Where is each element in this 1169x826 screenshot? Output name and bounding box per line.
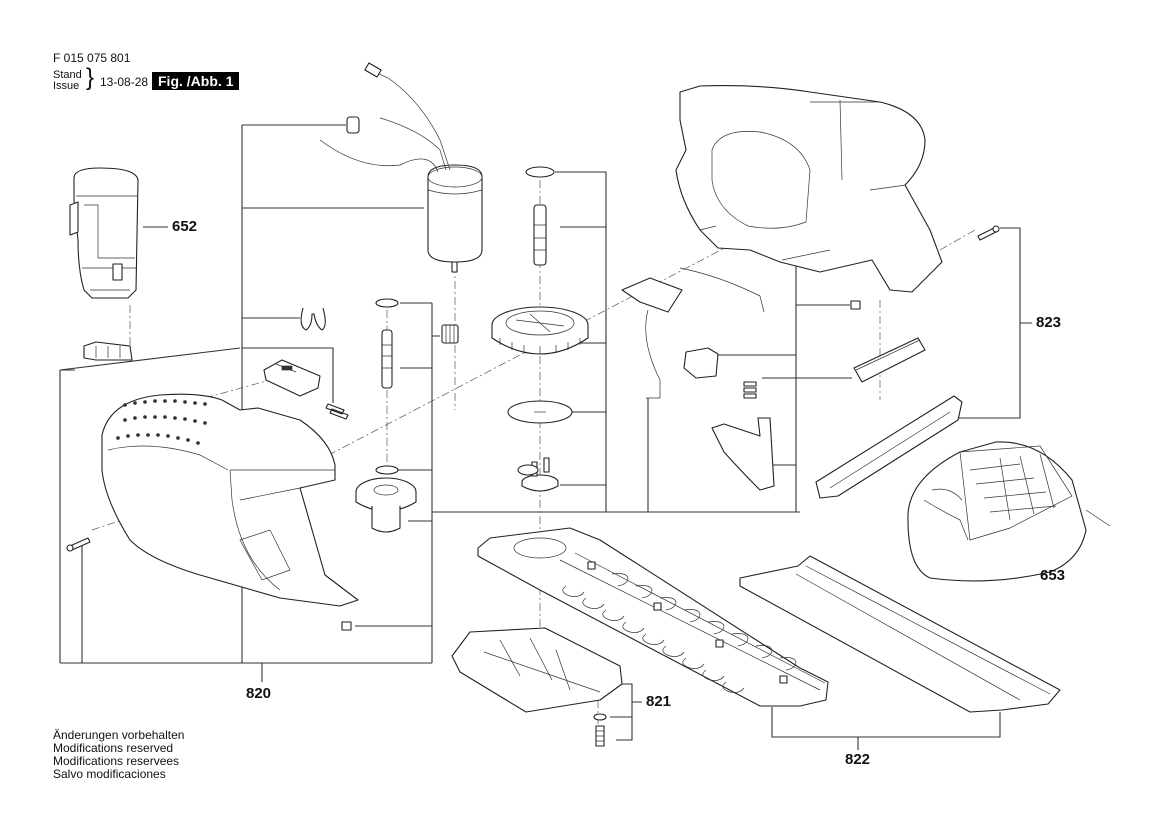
- leader-822: [771, 707, 1001, 750]
- small-gear-part: [355, 477, 417, 533]
- callout-653: 653: [1040, 567, 1066, 584]
- leader-820-frame: [59, 124, 432, 664]
- assembly-axes: [91, 180, 976, 735]
- callout-652: 652: [172, 218, 198, 235]
- pinion-part: [441, 324, 459, 344]
- screw-left-part: [66, 537, 91, 552]
- leader-gear-bracket: [555, 171, 607, 512]
- washer-top-left-part: [375, 298, 399, 308]
- brace-symbol: }: [86, 64, 95, 91]
- callout-822: 822: [845, 751, 871, 768]
- switch-button-part: [263, 359, 321, 397]
- blade-teeth: [562, 573, 797, 693]
- retaining-clip-part: [300, 307, 326, 331]
- motor-wires: [319, 62, 451, 173]
- right-housing-part: [675, 85, 943, 293]
- sleeve-part: [346, 116, 360, 134]
- rubber-bar-part: [853, 337, 926, 383]
- washer-top-centre-part: [525, 166, 555, 178]
- stand-label: Stand: [53, 69, 82, 81]
- leader-lines: [59, 124, 1054, 750]
- note-german: Änderungen vorbehalten: [53, 728, 185, 742]
- battery-connector-part: [83, 341, 133, 361]
- leader-823: [958, 227, 1032, 419]
- switch-part: [683, 347, 719, 379]
- switch-contact-part: [621, 267, 765, 399]
- washer-821-part: [593, 713, 607, 721]
- vent-holes: [116, 399, 207, 445]
- nut-right-part: [850, 300, 861, 310]
- left-housing-part: [101, 393, 359, 607]
- figure-label: Fig. /Abb. 1: [152, 72, 240, 90]
- document-number: F 015 075 801: [53, 51, 131, 65]
- eccentric-part: [517, 457, 559, 492]
- shaft-left-part: [381, 329, 393, 389]
- shroud-part: [815, 395, 963, 499]
- trigger-part: [711, 417, 775, 491]
- issue-label: Issue: [53, 80, 80, 92]
- note-french: Modifications reservees: [53, 754, 180, 768]
- callout-821: 821: [646, 693, 672, 710]
- note-english: Modifications reserved: [53, 741, 174, 755]
- modification-notice: Änderungen vorbehalten Modifications res…: [53, 729, 184, 781]
- disc-part: [507, 400, 573, 424]
- nut-left-part: [341, 621, 352, 631]
- battery-pack-part: [69, 167, 139, 299]
- leader-821: [610, 683, 642, 741]
- leader-switch-bracket: [647, 255, 852, 512]
- screw-right-part: [977, 225, 1000, 241]
- large-gear-part: [491, 306, 589, 355]
- leader-820-gearcol: [355, 302, 440, 663]
- spring-left-part: [325, 403, 349, 420]
- screw-821-part: [595, 725, 605, 747]
- callout-823: 823: [1036, 314, 1062, 331]
- shaft-centre-part: [533, 204, 547, 266]
- motor-part: [427, 164, 483, 273]
- blade-guard-part: [739, 555, 1061, 713]
- charger-part: [907, 441, 1111, 582]
- note-spanish: Salvo modificaciones: [53, 767, 166, 781]
- stand-issue-label: Stand Issue: [53, 70, 82, 92]
- washer-bottom-left-part: [375, 465, 399, 475]
- blade-cover-part: [451, 627, 623, 713]
- issue-date: 13-08-28: [100, 75, 149, 89]
- callout-820: 820: [246, 685, 272, 702]
- blade-part: [477, 527, 829, 707]
- leader-820-spring: [268, 347, 334, 403]
- spring-right-part: [743, 381, 757, 399]
